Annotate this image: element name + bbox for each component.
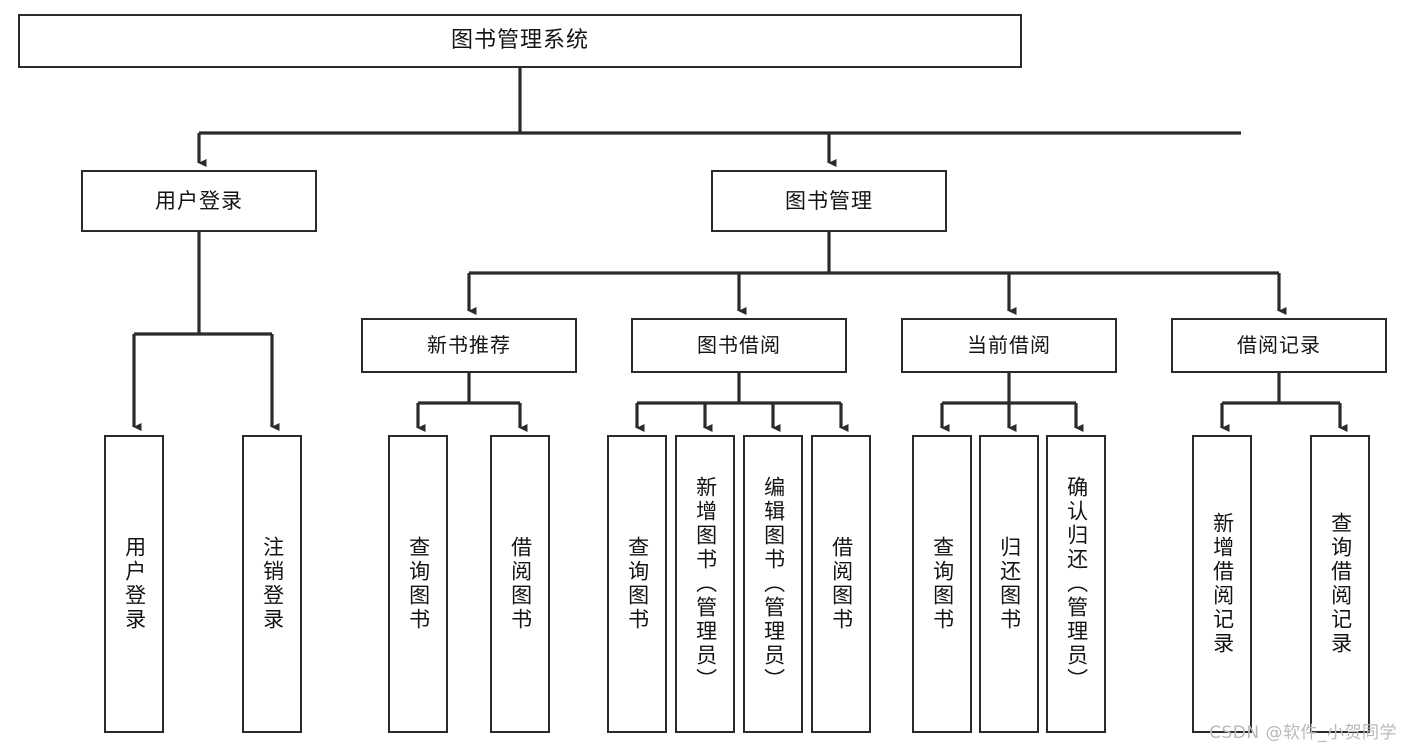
node-user-login[interactable]: 用户登录 — [81, 170, 317, 232]
node-leaf-confirm-return[interactable]: 确认归还（管理员） — [1046, 435, 1106, 733]
node-leaf-add-record-label: 新增借阅记录 — [1210, 512, 1235, 656]
node-leaf-edit-book[interactable]: 编辑图书（管理员） — [743, 435, 803, 733]
node-book-borrow-label: 图书借阅 — [697, 333, 781, 357]
node-leaf-query-book-1[interactable]: 查询图书 — [388, 435, 448, 733]
node-leaf-user-login-label: 用户登录 — [122, 536, 147, 632]
node-leaf-query-book-1-label: 查询图书 — [406, 536, 431, 632]
node-leaf-add-book-label: 新增图书（管理员） — [693, 476, 718, 692]
node-book-manage-label: 图书管理 — [785, 188, 873, 213]
node-leaf-borrow-book-2[interactable]: 借阅图书 — [811, 435, 871, 733]
node-leaf-logout-label: 注销登录 — [260, 536, 285, 632]
node-root-label: 图书管理系统 — [450, 28, 589, 54]
node-leaf-add-record[interactable]: 新增借阅记录 — [1192, 435, 1252, 733]
node-borrow-record[interactable]: 借阅记录 — [1171, 318, 1387, 373]
node-borrow-record-label: 借阅记录 — [1237, 333, 1321, 357]
node-leaf-query-book-3[interactable]: 查询图书 — [912, 435, 972, 733]
node-leaf-query-book-3-label: 查询图书 — [930, 536, 955, 632]
node-leaf-borrow-book-1-label: 借阅图书 — [508, 536, 533, 632]
node-new-book-recommend-label: 新书推荐 — [427, 333, 511, 357]
node-user-login-label: 用户登录 — [155, 188, 243, 213]
node-leaf-borrow-book-1[interactable]: 借阅图书 — [490, 435, 550, 733]
node-leaf-logout[interactable]: 注销登录 — [242, 435, 302, 733]
csdn-watermark: CSDN @软件_小贺同学 — [1209, 723, 1397, 743]
node-current-borrow-label: 当前借阅 — [967, 333, 1051, 357]
node-leaf-edit-book-label: 编辑图书（管理员） — [761, 476, 786, 692]
node-book-borrow[interactable]: 图书借阅 — [631, 318, 847, 373]
node-leaf-query-book-2[interactable]: 查询图书 — [607, 435, 667, 733]
node-leaf-query-record[interactable]: 查询借阅记录 — [1310, 435, 1370, 733]
node-leaf-borrow-book-2-label: 借阅图书 — [829, 536, 854, 632]
node-leaf-query-book-2-label: 查询图书 — [625, 536, 650, 632]
node-leaf-query-record-label: 查询借阅记录 — [1328, 512, 1353, 656]
node-leaf-confirm-return-label: 确认归还（管理员） — [1064, 476, 1089, 692]
node-leaf-user-login[interactable]: 用户登录 — [104, 435, 164, 733]
node-new-book-recommend[interactable]: 新书推荐 — [361, 318, 577, 373]
node-book-manage[interactable]: 图书管理 — [711, 170, 947, 232]
node-leaf-return-book[interactable]: 归还图书 — [979, 435, 1039, 733]
node-current-borrow[interactable]: 当前借阅 — [901, 318, 1117, 373]
node-leaf-add-book[interactable]: 新增图书（管理员） — [675, 435, 735, 733]
node-leaf-return-book-label: 归还图书 — [997, 536, 1022, 632]
node-root[interactable]: 图书管理系统 — [18, 14, 1022, 68]
